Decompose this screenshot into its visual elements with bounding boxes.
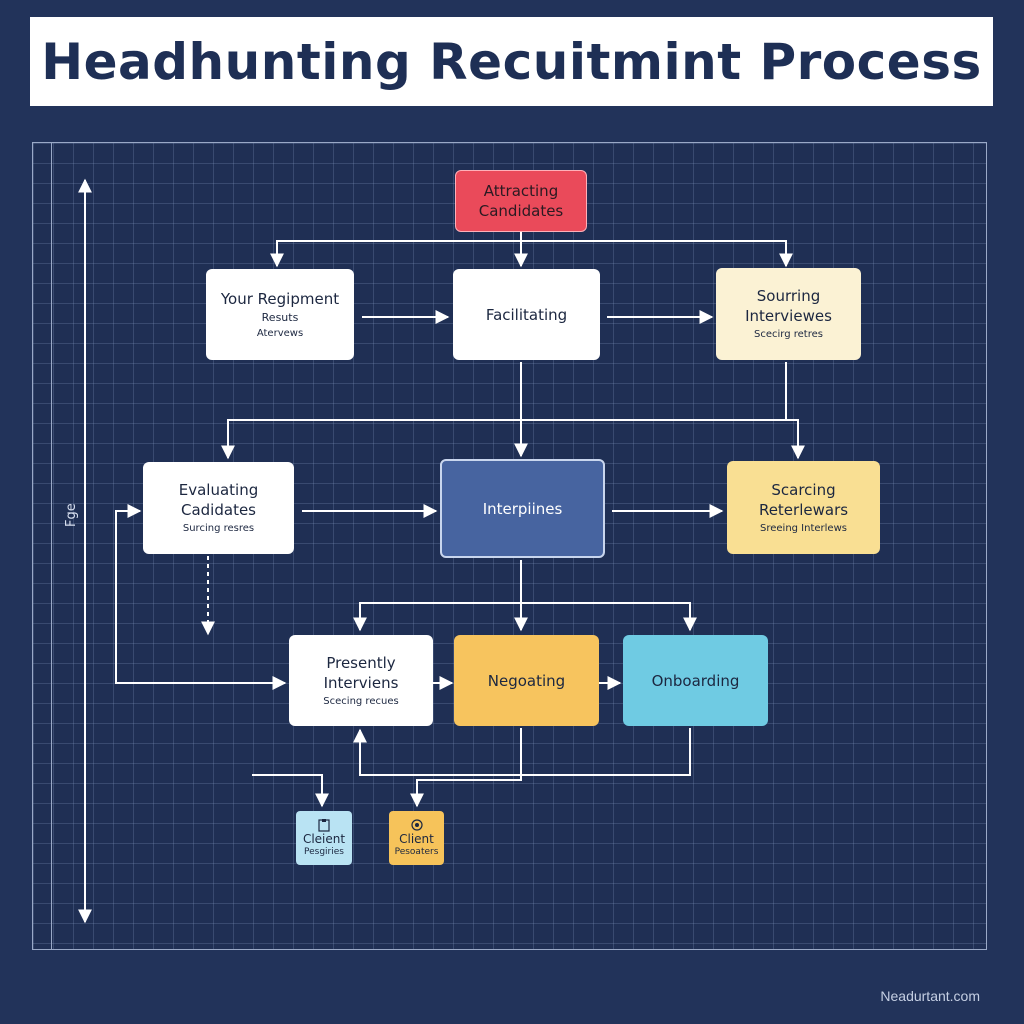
node-presently-interviens[interactable]: Presently Interviens Scecing recues bbox=[289, 635, 433, 726]
node-client-orange-sub: Pesoaters bbox=[394, 847, 439, 857]
node-client-orange-title: Client bbox=[399, 832, 434, 846]
node-facilitating-title: Facilitating bbox=[485, 305, 568, 324]
node-evaluating-title: Evaluating Cadidates bbox=[178, 481, 259, 519]
node-your-regipment-sub: Atervews bbox=[256, 327, 304, 339]
clipboard-icon bbox=[318, 819, 330, 832]
node-scarcing-reterlewars[interactable]: Scarcing Reterlewars Sreeing Interlews bbox=[727, 461, 880, 554]
node-attracting-title: Attracting Candidates bbox=[478, 182, 564, 220]
grid-inner-border bbox=[51, 142, 52, 950]
node-interpiines-title: Interpiines bbox=[482, 499, 563, 518]
node-sourring-title: Sourring Interviewes bbox=[745, 287, 832, 325]
node-presently-title: Presently Interviens bbox=[323, 653, 399, 692]
node-presently-sub: Scecing recues bbox=[323, 695, 399, 707]
footer-watermark: Neadurtant.com bbox=[880, 988, 980, 1004]
diagram-title: Headhunting Recuitmint Process bbox=[41, 32, 982, 91]
node-interpiines[interactable]: Interpiines bbox=[440, 459, 605, 558]
node-facilitating[interactable]: Facilitating bbox=[453, 269, 600, 360]
node-sourring-sub: Scecirg retres bbox=[754, 329, 823, 340]
node-onboarding[interactable]: Onboarding bbox=[623, 635, 768, 726]
node-scarcing-sub: Sreeing Interlews bbox=[760, 522, 847, 534]
title-banner: Headhunting Recuitmint Process bbox=[30, 17, 993, 106]
node-client-orange[interactable]: Client Pesoaters bbox=[389, 811, 444, 865]
node-client-blue-title: Cleient bbox=[302, 832, 346, 846]
node-client-blue-sub: Pesgiries bbox=[304, 847, 344, 857]
node-scarcing-title: Scarcing Reterlewars bbox=[758, 480, 849, 519]
node-attracting-candidates[interactable]: Attracting Candidates bbox=[455, 170, 587, 232]
node-your-regipment-line2: Resuts bbox=[261, 310, 299, 324]
node-your-regipment-title: Your Regipment bbox=[220, 289, 340, 308]
node-sourring-interviewes[interactable]: Sourring Interviewes Scecirg retres bbox=[716, 268, 861, 360]
side-axis-label: Fge bbox=[64, 503, 79, 527]
node-client-blue[interactable]: Cleient Pesgiries bbox=[296, 811, 352, 865]
node-onboarding-title: Onboarding bbox=[651, 671, 740, 690]
node-negoating[interactable]: Negoating bbox=[454, 635, 599, 726]
badge-icon bbox=[410, 819, 423, 831]
node-your-regipment[interactable]: Your Regipment Resuts Atervews bbox=[206, 269, 354, 360]
node-evaluating-cadidates[interactable]: Evaluating Cadidates Surcing resres bbox=[143, 462, 294, 554]
node-negoating-title: Negoating bbox=[487, 671, 566, 690]
node-evaluating-sub: Surcing resres bbox=[182, 523, 255, 534]
